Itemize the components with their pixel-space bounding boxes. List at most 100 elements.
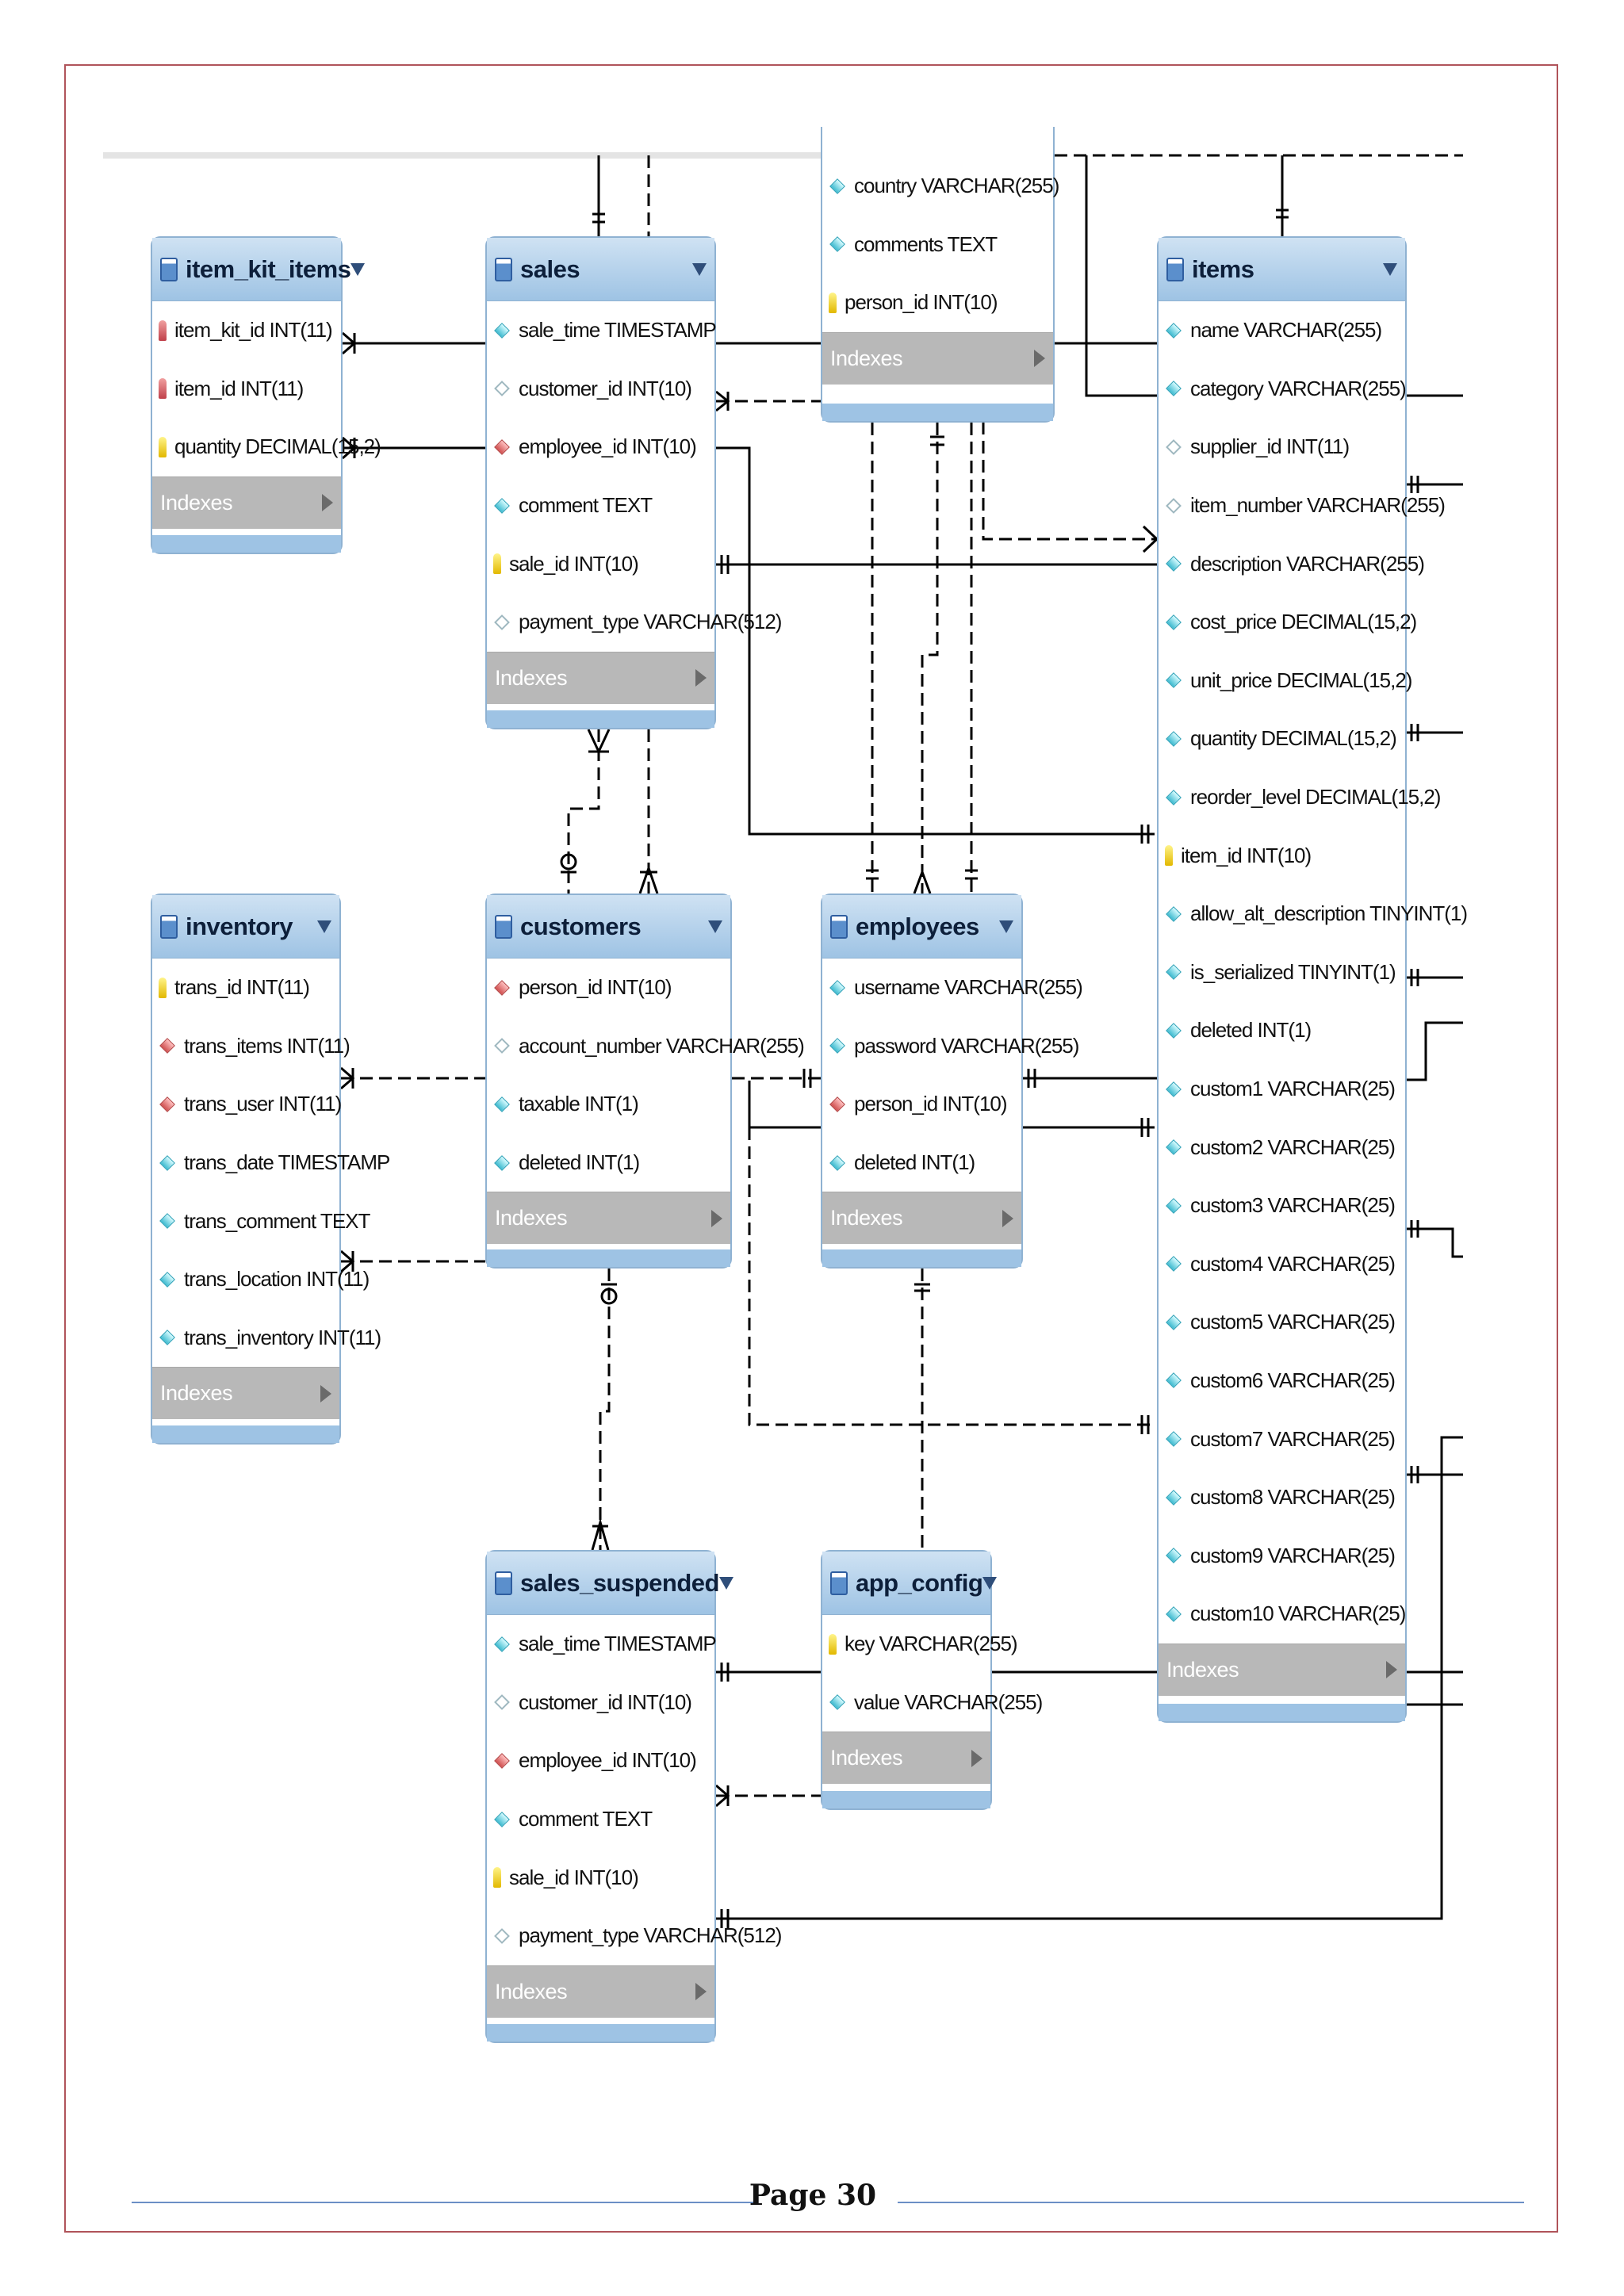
table-header[interactable]: employees xyxy=(822,895,1021,959)
table-header[interactable]: inventory xyxy=(152,895,339,959)
column-row[interactable]: trans_items INT(11) xyxy=(152,1017,350,1076)
collapse-arrow-icon[interactable] xyxy=(718,1576,733,1590)
column-row[interactable]: cost_price DECIMAL(15,2) xyxy=(1159,593,1417,652)
column-row[interactable]: custom5 VARCHAR(25) xyxy=(1159,1293,1405,1352)
column-row[interactable]: is_serialized TINYINT(1) xyxy=(1159,943,1405,1002)
collapse-arrow-icon[interactable] xyxy=(708,920,722,933)
column-row[interactable]: allow_alt_description TINYINT(1) xyxy=(1159,885,1468,943)
column-row[interactable]: payment_type VARCHAR(512) xyxy=(487,1907,782,1965)
column-row[interactable]: sale_id INT(10) xyxy=(487,534,714,593)
expand-arrow-icon[interactable] xyxy=(1386,1661,1397,1679)
table-header[interactable]: items xyxy=(1159,238,1405,301)
table-header[interactable]: app_config xyxy=(822,1552,998,1615)
collapse-arrow-icon[interactable] xyxy=(1383,262,1397,276)
column-row[interactable]: trans_inventory INT(11) xyxy=(152,1309,381,1368)
column-row[interactable]: category VARCHAR(255) xyxy=(1159,360,1407,419)
column-row[interactable]: custom2 VARCHAR(25) xyxy=(1159,1118,1405,1177)
collapse-arrow-icon[interactable] xyxy=(692,262,707,276)
column-row[interactable]: trans_user INT(11) xyxy=(152,1075,342,1134)
expand-arrow-icon[interactable] xyxy=(1002,1209,1013,1227)
column-row[interactable]: taxable INT(1) xyxy=(487,1075,730,1134)
column-row[interactable]: trans_location INT(11) xyxy=(152,1250,370,1309)
collapse-arrow-icon[interactable] xyxy=(350,262,366,276)
column-row[interactable]: reorder_level DECIMAL(15,2) xyxy=(1159,768,1441,827)
column-row[interactable]: sale_time TIMESTAMP xyxy=(487,301,717,360)
column-row[interactable]: custom7 VARCHAR(25) xyxy=(1159,1410,1405,1468)
indexes-section[interactable]: Indexes xyxy=(152,476,341,529)
column-row[interactable]: deleted INT(1) xyxy=(1159,1001,1405,1060)
column-row[interactable]: value VARCHAR(255) xyxy=(822,1674,1043,1732)
column-row[interactable]: employee_id INT(10) xyxy=(487,418,714,476)
table-employees[interactable]: employees username VARCHAR(255) password… xyxy=(821,894,1083,1269)
collapse-arrow-icon[interactable] xyxy=(999,920,1013,933)
expand-arrow-icon[interactable] xyxy=(322,494,333,512)
indexes-section[interactable]: Indexes xyxy=(822,1732,990,1785)
table-header[interactable]: item_kit_items xyxy=(152,238,366,301)
column-row[interactable]: custom3 VARCHAR(25) xyxy=(1159,1177,1405,1235)
column-row[interactable]: sale_id INT(10) xyxy=(487,1848,714,1907)
column-row[interactable]: description VARCHAR(255) xyxy=(1159,534,1425,593)
table-people[interactable]: country VARCHAR(255) comments TEXT perso… xyxy=(821,127,1059,423)
indexes-section[interactable]: Indexes xyxy=(1159,1643,1405,1696)
column-row[interactable]: custom8 VARCHAR(25) xyxy=(1159,1468,1405,1527)
expand-arrow-icon[interactable] xyxy=(320,1384,331,1402)
column-row[interactable]: custom10 VARCHAR(25) xyxy=(1159,1585,1406,1644)
indexes-section[interactable]: Indexes xyxy=(487,651,714,704)
column-row[interactable]: trans_comment TEXT xyxy=(152,1192,370,1250)
column-row[interactable]: comment TEXT xyxy=(487,476,714,535)
column-row[interactable]: custom9 VARCHAR(25) xyxy=(1159,1526,1405,1585)
indexes-section[interactable]: Indexes xyxy=(487,1192,730,1245)
table-app-config[interactable]: app_config key VARCHAR(255) value VARCHA… xyxy=(821,1550,1043,1810)
indexes-section[interactable]: Indexes xyxy=(822,331,1053,385)
table-items[interactable]: items name VARCHAR(255) category VARCHAR… xyxy=(1157,236,1468,1723)
table-inventory[interactable]: inventory trans_id INT(11) trans_items I… xyxy=(151,894,390,1445)
column-row[interactable]: trans_date TIMESTAMP xyxy=(152,1134,390,1192)
column-row[interactable]: deleted INT(1) xyxy=(822,1134,1021,1192)
column-row[interactable]: sale_time TIMESTAMP xyxy=(487,1615,717,1674)
column-row[interactable]: customer_id INT(10) xyxy=(487,1674,714,1732)
table-item-kit-items[interactable]: item_kit_items item_kit_id INT(11) item_… xyxy=(151,236,381,554)
column-row[interactable]: item_number VARCHAR(255) xyxy=(1159,476,1446,535)
column-row[interactable]: payment_type VARCHAR(512) xyxy=(487,593,782,652)
table-sales[interactable]: sales sale_time TIMESTAMP customer_id IN… xyxy=(485,236,782,729)
column-row[interactable]: custom6 VARCHAR(25) xyxy=(1159,1352,1405,1410)
column-row[interactable]: trans_id INT(11) xyxy=(152,959,339,1017)
column-row[interactable]: item_kit_id INT(11) xyxy=(152,301,341,360)
expand-arrow-icon[interactable] xyxy=(711,1209,722,1227)
column-row[interactable]: person_id INT(10) xyxy=(822,274,1053,332)
expand-arrow-icon[interactable] xyxy=(971,1749,982,1767)
column-row[interactable]: name VARCHAR(255) xyxy=(1159,301,1405,360)
column-row[interactable]: person_id INT(10) xyxy=(487,959,730,1017)
column-row[interactable]: country VARCHAR(255) xyxy=(822,157,1059,216)
column-row[interactable]: custom4 VARCHAR(25) xyxy=(1159,1235,1405,1294)
column-row[interactable]: person_id INT(10) xyxy=(822,1075,1021,1134)
column-row[interactable]: employee_id INT(10) xyxy=(487,1732,714,1790)
collapse-arrow-icon[interactable] xyxy=(317,920,331,933)
expand-arrow-icon[interactable] xyxy=(695,1983,707,2001)
column-row[interactable]: deleted INT(1) xyxy=(487,1134,730,1192)
column-row[interactable]: quantity DECIMAL(15,2) xyxy=(152,418,381,476)
column-row[interactable]: unit_price DECIMAL(15,2) xyxy=(1159,652,1412,710)
expand-arrow-icon[interactable] xyxy=(695,669,707,687)
collapse-arrow-icon[interactable] xyxy=(982,1576,998,1590)
table-header[interactable]: sales_suspended xyxy=(487,1552,733,1615)
table-header[interactable]: customers xyxy=(487,895,730,959)
indexes-section[interactable]: Indexes xyxy=(487,1965,714,2018)
indexes-section[interactable]: Indexes xyxy=(822,1192,1021,1245)
table-header[interactable]: sales xyxy=(487,238,714,301)
table-sales-suspended[interactable]: sales_suspended sale_time TIMESTAMP cust… xyxy=(485,1550,782,2043)
column-row[interactable]: supplier_id INT(11) xyxy=(1159,418,1405,476)
column-row[interactable]: quantity DECIMAL(15,2) xyxy=(1159,710,1405,768)
column-row[interactable]: customer_id INT(10) xyxy=(487,360,714,419)
column-row[interactable]: item_id INT(11) xyxy=(152,360,341,419)
column-row[interactable]: comment TEXT xyxy=(487,1790,714,1849)
column-row[interactable]: key VARCHAR(255) xyxy=(822,1615,1018,1674)
table-customers[interactable]: customers person_id INT(10) account_numb… xyxy=(485,894,805,1269)
indexes-section[interactable]: Indexes xyxy=(152,1367,339,1420)
column-row[interactable]: custom1 VARCHAR(25) xyxy=(1159,1060,1405,1119)
expand-arrow-icon[interactable] xyxy=(1034,350,1045,368)
column-row[interactable]: comments TEXT xyxy=(822,216,1053,274)
column-row[interactable] xyxy=(822,127,1053,157)
column-row[interactable]: account_number VARCHAR(255) xyxy=(487,1017,805,1076)
column-row[interactable]: username VARCHAR(255) xyxy=(822,959,1083,1017)
